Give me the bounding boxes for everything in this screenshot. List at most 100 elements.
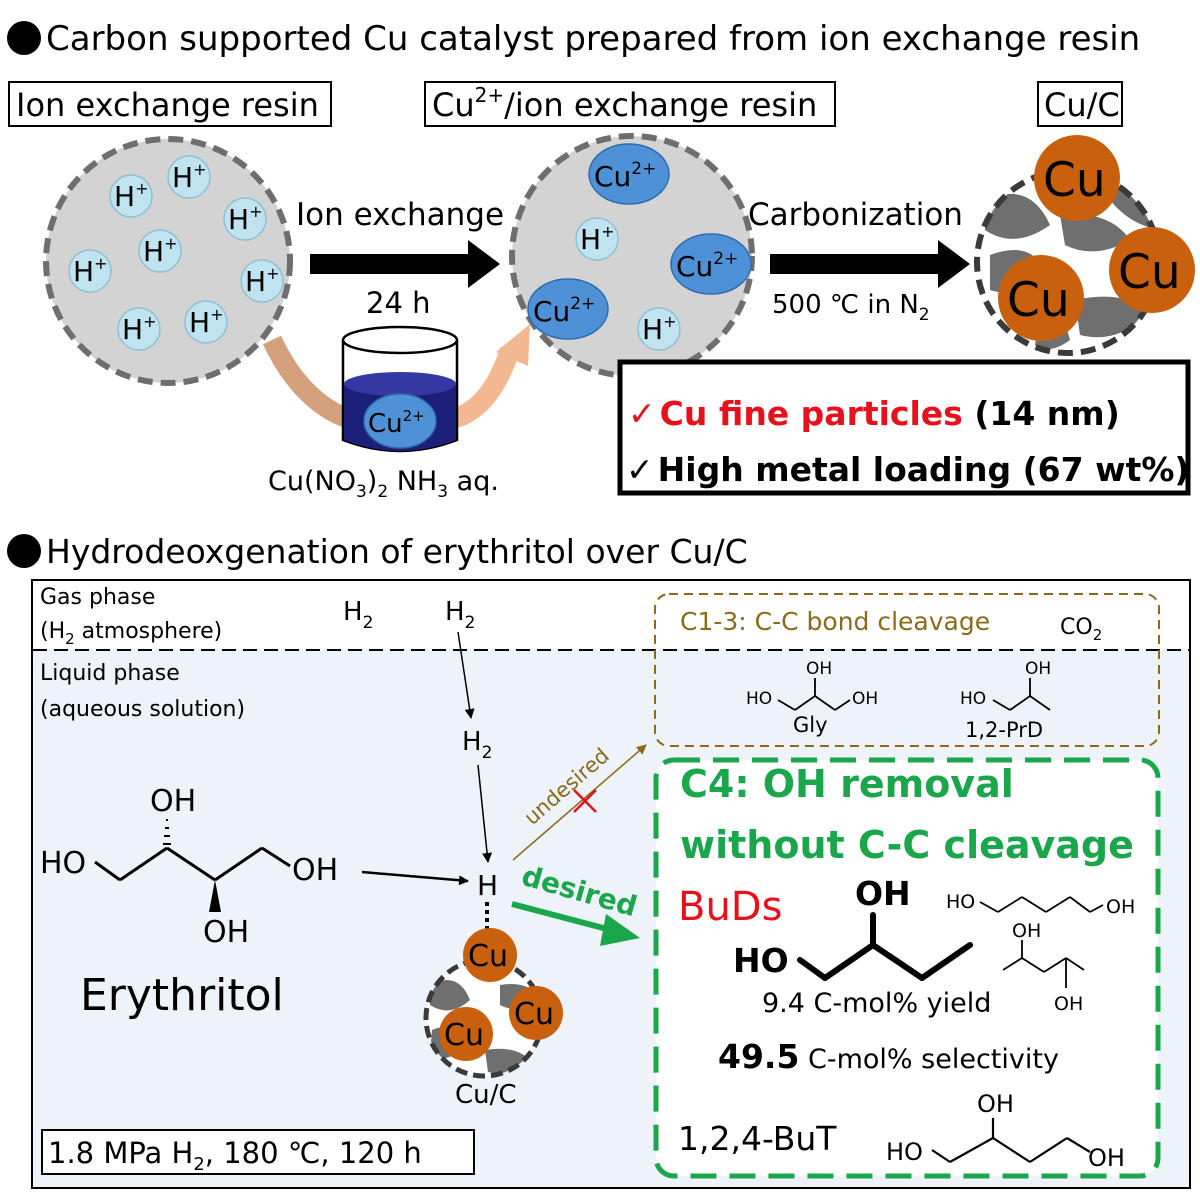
cu-ions [527,143,752,351]
but-ho: HO [886,1138,923,1166]
bud-yield: 9.4 C-mol% yield [762,988,991,1019]
proton-label: H+ [172,160,206,194]
gas-atmosphere-label: (H2 atmosphere) [40,619,222,648]
h2-dissolution-arrow [457,631,475,719]
gly-label: Gly [793,713,828,737]
reaction-conditions: 1.8 MPa H2, 180 ℃, 120 h [48,1136,422,1175]
cu-particle-label: Cu [1007,273,1070,328]
proton-label: H+ [143,234,177,268]
conditions-box [41,1129,475,1175]
catalyst-cu-label: Cu [468,939,508,974]
erythritol-structure [94,846,291,882]
but-oh-top: OH [977,1090,1014,1118]
curved-arrowhead [496,324,530,366]
butanediol-23-structure [1002,940,1085,988]
proton-label: H+ [73,254,107,288]
desired-arrowhead [600,914,640,946]
cc-cleavage-region [654,593,1160,747]
bud23-oh-bottom: OH [1054,993,1083,1015]
catalyst-cu-label: Cu [514,997,554,1032]
aqueous-label: (aqueous solution) [40,697,245,722]
proton-label: H+ [122,312,156,346]
result-fine-particles: ✓Cu fine particles (14 nm) [628,394,1120,433]
prep-section-title: Carbon supported Cu catalyst prepared fr… [46,19,1140,59]
resin-label-box [8,81,332,127]
erythritol-oh-top: OH [150,784,196,819]
glycerol-structure [777,678,851,711]
gly-oh-right: OH [852,689,878,709]
bud12-oh: OH [855,874,911,913]
gly-oh-top: OH [806,659,832,679]
but-oh-right: OH [1088,1144,1125,1172]
bud14-ho: HO [946,891,975,913]
cu-ion-label: Cu2+ [533,294,595,328]
propanediol-structure [992,678,1051,711]
beaker-cu-ion [363,393,437,449]
precursor-solution: Cu(NO3)2 NH3 aq. [268,466,499,502]
exchange-time: 24 h [366,286,431,320]
hdo-section-title: Hydrodeoxgenation of erythritol over Cu/… [46,532,748,571]
proton-label: H+ [114,179,148,213]
h2-gas-label: H2 [445,597,475,633]
adsorbed-h: H [477,869,498,902]
cu-ion-label: Cu2+ [676,249,738,283]
carbonization-arrowhead [938,240,970,288]
proton-label: H+ [642,312,676,346]
oh-removal-title: C4: OH removal [680,762,1014,806]
erythritol-to-catalyst-arrow [361,870,469,886]
cu-ion-label: Cu2+ [594,159,656,193]
cu-resin-label: Cu2+/ion exchange resin [432,83,817,124]
erythritol-label: Erythritol [80,970,284,1021]
liquid-phase-label: Liquid phase [40,661,180,686]
results-box [617,359,1191,496]
carbonization-conditions: 500 ℃ in N2 [772,290,930,325]
cuc-label: Cu/C [1044,86,1120,124]
resin-label: Ion exchange resin [16,86,319,124]
proton-label: H+ [228,202,262,236]
carbonization-arrow-shaft [770,254,940,274]
erythritol-wedge-bond [209,880,221,912]
butanediol-14-structure [979,896,1104,913]
cuc-label-box [1037,81,1123,127]
h2-dissolved-label: H2 [462,727,492,763]
erythritol-oh-bottom: OH [203,915,249,950]
cu-carbon-catalyst [423,928,563,1079]
erythritol-ho: HO [40,846,86,881]
cc-cleavage-title: C1-3: C-C bond cleavage [680,607,990,636]
blocked-cross-icon [573,789,597,813]
prd-ho: HO [960,689,986,709]
erythritol-hash-bond [163,819,171,845]
cu-particle-label: Cu [1118,245,1181,300]
bud-selectivity: 49.5 C-mol% selectivity [718,1037,1059,1076]
beaker-cu-label: Cu2+ [368,407,425,439]
co2-label: CO2 [1060,615,1102,644]
prd-label: 1,2-PrD [965,718,1043,742]
ion-exchange-arrow-shaft [310,254,470,274]
butanediol-12-structure [797,912,973,981]
ion-exchange-arrowhead [468,240,500,288]
carbonization-label: Carbonization [748,197,963,233]
catalyst-label: Cu/C [455,1080,517,1110]
cu-particle-label: Cu [1043,153,1106,208]
bud23-oh-top: OH [1012,920,1041,942]
erythritol-oh-right: OH [292,853,338,888]
ion-exchange-label: Ion exchange [296,197,504,233]
prd-oh: OH [1025,659,1051,679]
gly-ho: HO [746,689,772,709]
gas-phase-label: Gas phase [40,585,155,610]
proton-label: H+ [245,264,279,298]
undesired-pathway-arrow [512,744,647,861]
catalyst-cu-label: Cu [444,1018,484,1053]
proton-label: H+ [189,305,223,339]
gas-phase-region [33,581,1189,649]
proton-label: H+ [580,222,614,256]
h2-gas-label: H2 [343,597,373,633]
butanetriol-structure [931,1118,1091,1163]
section-bullet [7,21,41,55]
oh-removal-subtitle: without C-C cleavage [680,823,1134,867]
bud14-oh: OH [1106,896,1135,918]
butanetriol-label: 1,2,4-BuT [678,1119,837,1158]
cu-resin-label-box [424,81,836,127]
section-bullet [7,534,41,568]
